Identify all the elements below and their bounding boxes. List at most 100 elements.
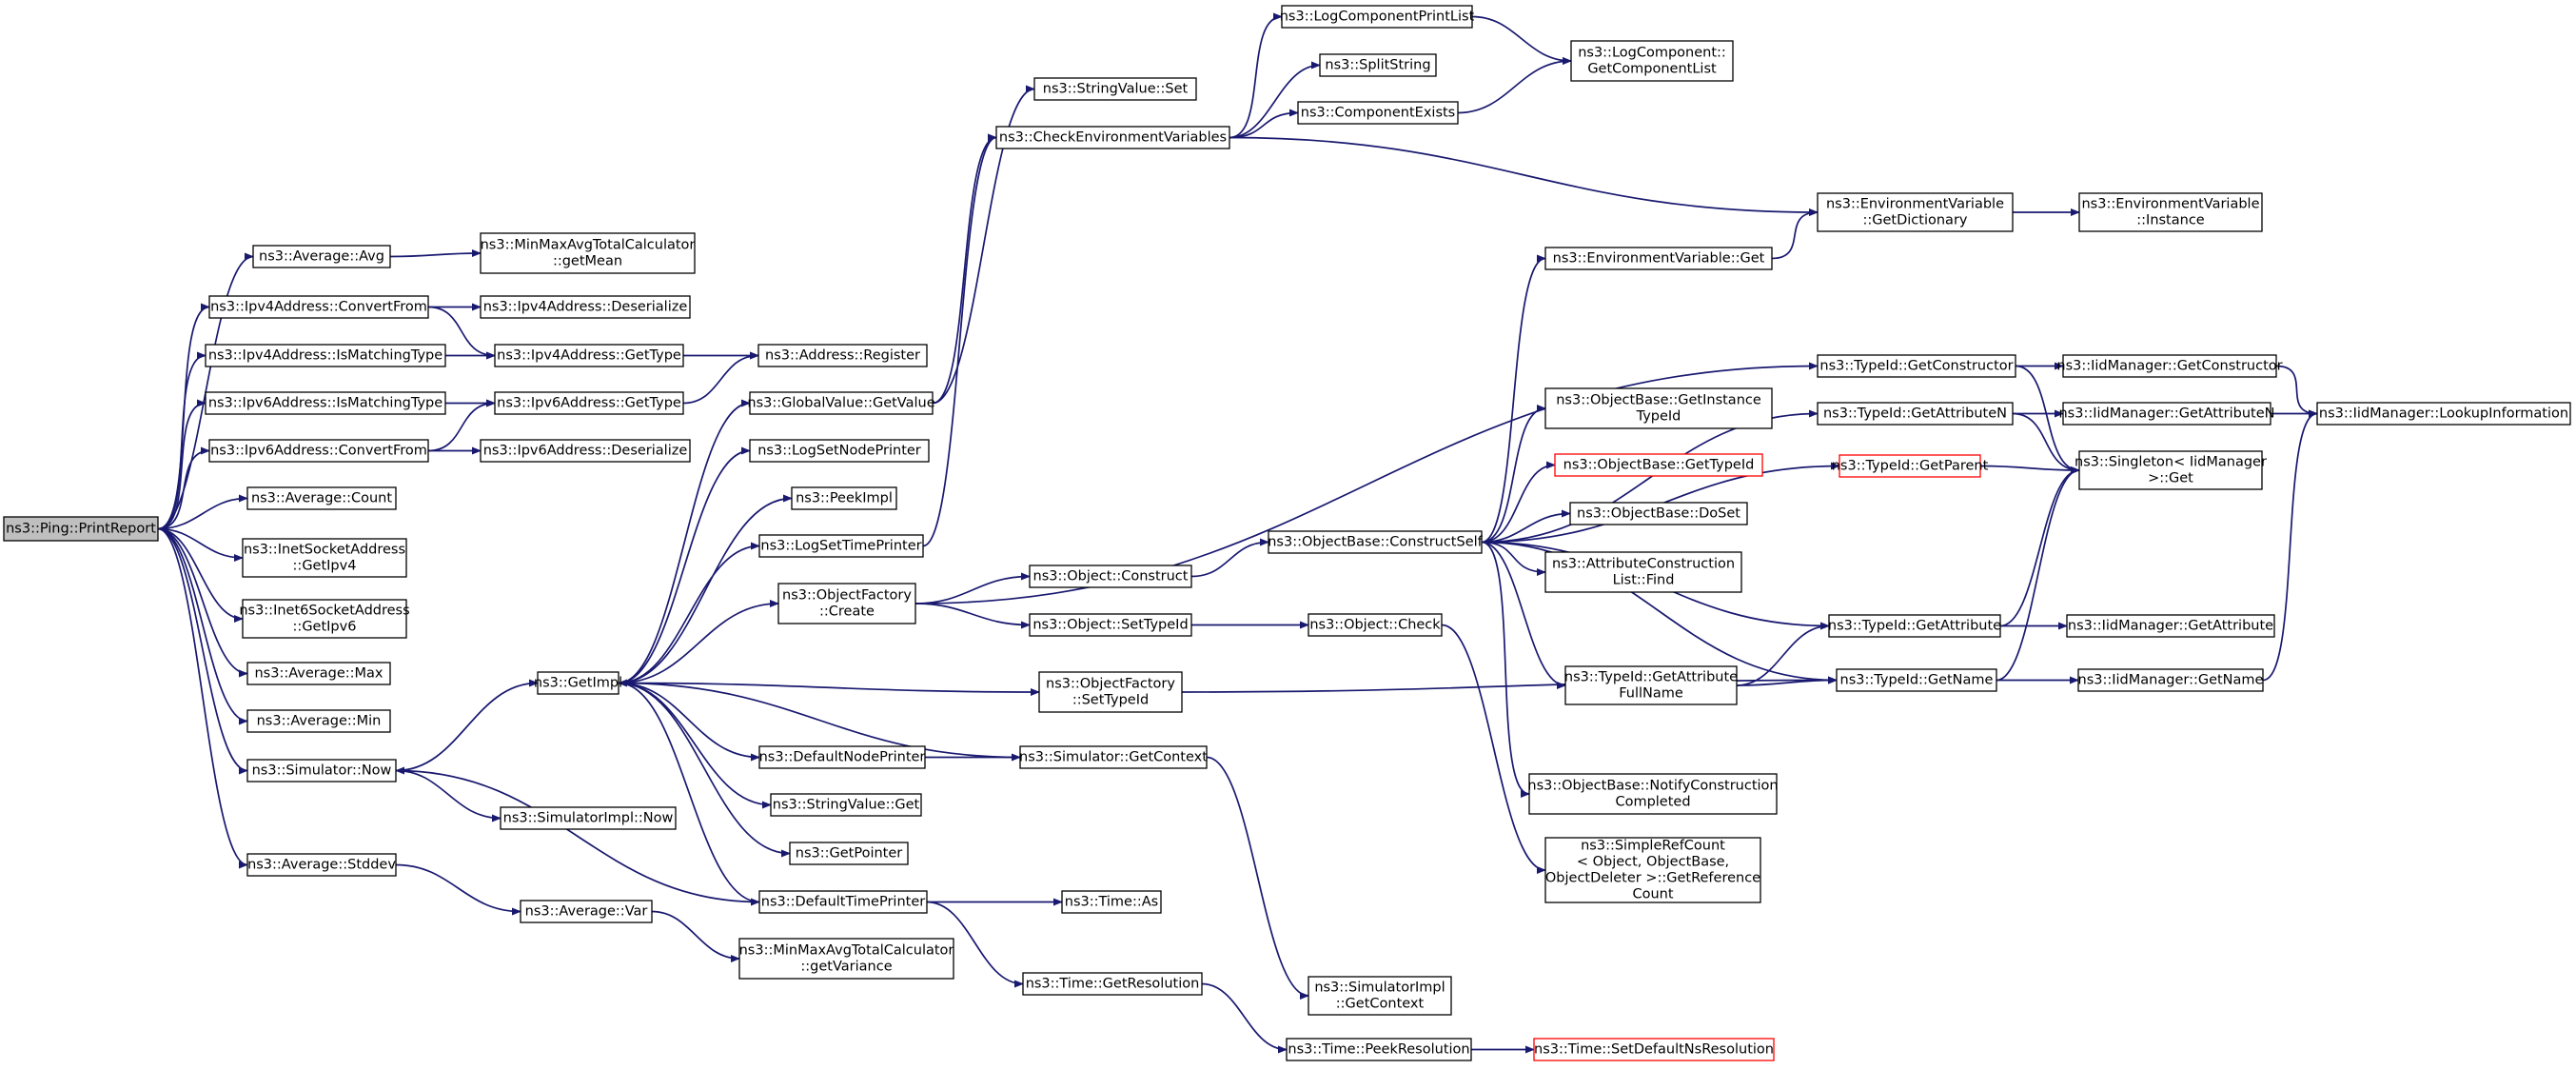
call-edge	[395, 769, 501, 822]
function-node[interactable]: ns3::Average::Min	[246, 709, 391, 733]
node-box	[2062, 402, 2271, 426]
function-node[interactable]: ns3::Average::Avg	[252, 245, 391, 268]
function-node[interactable]: ns3::TypeId::GetAttribute	[1828, 614, 2001, 638]
function-node[interactable]: ns3::Average::Count	[246, 486, 397, 510]
node-label: ::getVariance	[800, 960, 892, 975]
function-node[interactable]: ns3::StringValue::Get	[770, 793, 922, 817]
function-node[interactable]: ns3::Singleton< IidManager>::Get	[2075, 450, 2267, 490]
function-node[interactable]: ns3::CheckEnvironmentVariables	[995, 126, 1230, 149]
function-node[interactable]: ns3::Simulator::Now	[246, 759, 397, 783]
function-node[interactable]: ns3::Time::SetDefaultNsResolution	[1533, 1038, 1775, 1061]
call-edge	[1481, 541, 1566, 689]
node-label: ::GetIpv6	[293, 620, 357, 635]
node-box	[246, 853, 397, 877]
function-node[interactable]: ns3::TypeId::GetParent	[1832, 454, 1989, 478]
function-node[interactable]: ns3::DefaultTimePrinter	[758, 890, 928, 914]
function-node[interactable]: ns3::GlobalValue::GetValue	[747, 391, 935, 415]
node-box	[1029, 613, 1192, 637]
call-edge	[427, 399, 496, 452]
function-node[interactable]: ns3::TypeId::GetName	[1836, 668, 1997, 692]
function-node[interactable]: ns3::Time::As	[1061, 890, 1162, 914]
function-node[interactable]: ns3::ComponentExists	[1297, 101, 1459, 125]
function-node[interactable]: ns3::GetImpl	[534, 671, 622, 695]
function-node[interactable]: ns3::Ipv4Address::Deserialize	[480, 295, 691, 319]
call-edge	[395, 863, 521, 916]
function-nodes: ns3::Ping::PrintReportns3::Average::Avgn…	[3, 5, 2571, 1061]
function-node[interactable]: ns3::ObjectFactory::Create	[777, 583, 916, 624]
function-node[interactable]: ns3::EnvironmentVariable::Instance	[2078, 192, 2263, 232]
function-node[interactable]: ns3::Ipv4Address::ConvertFrom	[208, 295, 429, 319]
function-node[interactable]: ns3::LogComponent::GetComponentList	[1570, 40, 1734, 82]
function-node[interactable]: ns3::Address::Register	[757, 344, 928, 367]
call-edge	[427, 306, 496, 360]
function-node[interactable]: ns3::DefaultNodePrinter	[758, 745, 926, 769]
function-node[interactable]: ns3::IidManager::LookupInformation	[2316, 402, 2571, 426]
function-node[interactable]: ns3::Ipv4Address::GetType	[494, 344, 684, 367]
call-edge	[1999, 466, 2080, 627]
function-node[interactable]: ns3::Ipv4Address::IsMatchingType	[205, 344, 446, 367]
node-label: ns3::TypeId::GetName	[1840, 673, 1994, 688]
function-node[interactable]: ns3::Time::GetResolution	[1022, 972, 1203, 996]
node-label: ns3::Simulator::GetContext	[1019, 750, 1208, 765]
function-node[interactable]: ns3::StringValue::Set	[1033, 77, 1197, 101]
function-node[interactable]: ns3::SimulatorImpl::GetContext	[1308, 976, 1452, 1016]
function-node[interactable]: ns3::Object::SetTypeId	[1029, 613, 1192, 637]
function-node[interactable]: ns3::TypeId::GetAttributeN	[1817, 402, 2014, 426]
function-node[interactable]: ns3::IidManager::GetAttributeN	[2058, 402, 2275, 426]
function-node[interactable]: ns3::Average::Stddev	[246, 853, 397, 877]
function-node[interactable]: ns3::Ipv6Address::Deserialize	[480, 439, 691, 463]
function-node[interactable]: ns3::LogSetTimePrinter	[758, 534, 924, 558]
function-node[interactable]: ns3::IidManager::GetAttribute	[2066, 614, 2275, 638]
function-node[interactable]: ns3::TypeId::GetConstructor	[1817, 354, 2016, 378]
call-edge	[1229, 109, 1299, 139]
call-edge	[1736, 676, 1838, 686]
function-node[interactable]: ns3::Average::Var	[520, 900, 653, 923]
function-node[interactable]: ns3::MinMaxAvgTotalCalculator::getVarian…	[738, 938, 954, 980]
function-node[interactable]: ns3::SimpleRefCount< Object, ObjectBase,…	[1544, 837, 1761, 903]
function-node[interactable]: ns3::Simulator::GetContext	[1019, 745, 1208, 769]
function-node[interactable]: ns3::Ping::PrintReport	[3, 516, 159, 542]
function-node[interactable]: ns3::SimulatorImpl::Now	[500, 806, 677, 830]
function-node[interactable]: ns3::Ipv6Address::IsMatchingType	[205, 391, 446, 415]
function-node[interactable]: ns3::IidManager::GetConstructor	[2056, 354, 2283, 378]
node-label: ::GetContext	[1336, 997, 1425, 1012]
node-label: ::Instance	[2136, 213, 2205, 228]
function-node[interactable]: ns3::PeekImpl	[791, 486, 897, 510]
function-node[interactable]: ns3::LogComponentPrintList	[1280, 5, 1475, 29]
function-node[interactable]: ns3::ObjectBase::ConstructSelf	[1268, 530, 1484, 554]
function-node[interactable]: ns3::ObjectBase::NotifyConstructionCompl…	[1527, 773, 1779, 815]
function-node[interactable]: ns3::Time::PeekResolution	[1286, 1038, 1472, 1061]
function-node[interactable]: ns3::ObjectBase::DoSet	[1569, 502, 1748, 525]
call-edge	[389, 249, 482, 258]
function-node[interactable]: ns3::ObjectBase::GetTypeId	[1554, 453, 1763, 477]
function-node[interactable]: ns3::IidManager::GetName	[2077, 668, 2264, 692]
node-label: ns3::Ipv6Address::Deserialize	[483, 444, 688, 459]
call-edge	[932, 133, 997, 405]
node-box	[252, 245, 391, 268]
node-label: ns3::MinMaxAvgTotalCalculator	[481, 238, 696, 253]
function-node[interactable]: ns3::EnvironmentVariable::GetDictionary	[1817, 192, 2014, 232]
function-node[interactable]: ns3::Object::Construct	[1029, 565, 1192, 588]
function-node[interactable]: ns3::EnvironmentVariable::Get	[1544, 247, 1773, 270]
function-node[interactable]: ns3::Average::Max	[246, 662, 391, 685]
call-edge	[618, 682, 760, 762]
node-box	[2078, 192, 2263, 232]
function-node[interactable]: ns3::ObjectFactory::SetTypeId	[1038, 671, 1183, 713]
function-node[interactable]: ns3::GetPointer	[789, 842, 909, 865]
call-edge	[618, 446, 751, 684]
function-node[interactable]: ns3::LogSetNodePrinter	[749, 439, 930, 463]
call-edge	[2015, 365, 2080, 474]
call-edge	[2275, 365, 2318, 418]
function-node[interactable]: ns3::SplitString	[1319, 53, 1437, 77]
function-node[interactable]: ns3::Ipv6Address::ConvertFrom	[208, 439, 429, 463]
function-node[interactable]: ns3::MinMaxAvgTotalCalculator::getMean	[480, 232, 696, 274]
function-node[interactable]: ns3::InetSocketAddress::GetIpv4	[242, 538, 407, 578]
function-node[interactable]: ns3::Inet6SocketAddress::GetIpv6	[239, 599, 410, 639]
function-node[interactable]: ns3::Object::Check	[1308, 613, 1443, 637]
node-box	[1544, 387, 1773, 429]
node-label: ns3::StringValue::Set	[1043, 82, 1189, 97]
function-node[interactable]: ns3::Ipv6Address::GetType	[494, 391, 684, 415]
